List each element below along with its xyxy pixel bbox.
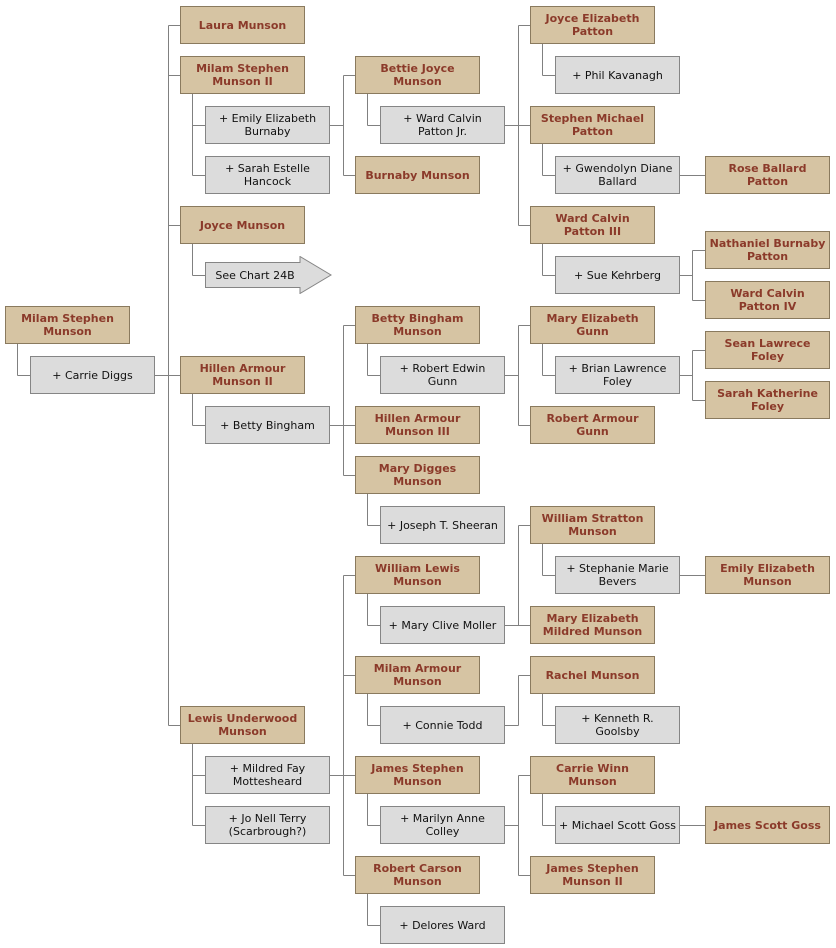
person-box-carrie-winn: Carrie Winn Munson [530,756,655,794]
person-box-stephen-patton: Stephen Michael Patton [530,106,655,144]
spouse-box-joseph: + Joseph T. Sheeran [380,506,505,544]
person-box-james-goss: James Scott Goss [705,806,830,844]
spouse-box-emily-burnaby: + Emily Elizabeth Burnaby [205,106,330,144]
person-box-hillen-iii: Hillen Armour Munson III [355,406,480,444]
person-box-milam-armour: Milam Armour Munson [355,656,480,694]
person-box-ward-iv: Ward Calvin Patton IV [705,281,830,319]
person-box-hillen-ii: Hillen Armour Munson II [180,356,305,394]
person-box-lewis: Lewis Underwood Munson [180,706,305,744]
see-chart-label: See Chart 24B [215,268,295,282]
spouse-box-gwendolyn: + Gwendolyn Diane Ballard [555,156,680,194]
person-box-joyce-patton: Joyce Elizabeth Patton [530,6,655,44]
person-box-james-stephen: James Stephen Munson [355,756,480,794]
spouse-box-brian: + Brian Lawrence Foley [555,356,680,394]
person-box-william-stratton: William Stratton Munson [530,506,655,544]
person-box-betty-bingham-munson: Betty Bingham Munson [355,306,480,344]
spouse-box-mildred: + Mildred Fay Mottesheard [205,756,330,794]
spouse-box-kenneth: + Kenneth R. Goolsby [555,706,680,744]
person-box-nathaniel: Nathaniel Burnaby Patton [705,231,830,269]
person-box-burnaby: Burnaby Munson [355,156,480,194]
spouse-box-mary-clive: + Mary Clive Moller [380,606,505,644]
spouse-box-michael: + Michael Scott Goss [555,806,680,844]
person-box-emily-munson: Emily Elizabeth Munson [705,556,830,594]
spouse-box-stephanie: + Stephanie Marie Bevers [555,556,680,594]
arrow-shape-icon [205,255,332,295]
spouse-box-jo-nell: + Jo Nell Terry (Scarbrough?) [205,806,330,844]
person-box-robert-carson: Robert Carson Munson [355,856,480,894]
spouse-box-delores: + Delores Ward [380,906,505,944]
person-box-laura: Laura Munson [180,6,305,44]
person-box-milam-sr: Milam Stephen Munson [5,306,130,344]
person-box-james-ii: James Stephen Munson II [530,856,655,894]
person-box-mary-mildred: Mary Elizabeth Mildred Munson [530,606,655,644]
spouse-box-carrie-diggs: + Carrie Diggs [30,356,155,394]
person-box-bettie-joyce: Bettie Joyce Munson [355,56,480,94]
person-box-mary-gunn: Mary Elizabeth Gunn [530,306,655,344]
see-chart-arrow[interactable]: See Chart 24B [205,255,332,295]
person-box-sarah-foley: Sarah Katherine Foley [705,381,830,419]
spouse-box-sue: + Sue Kehrberg [555,256,680,294]
spouse-box-betty-bingham: + Betty Bingham [205,406,330,444]
person-box-robert-armour-gunn: Robert Armour Gunn [530,406,655,444]
person-box-william-lewis: William Lewis Munson [355,556,480,594]
person-box-milam-ii: Milam Stephen Munson II [180,56,305,94]
person-box-mary-digges: Mary Digges Munson [355,456,480,494]
person-box-sean: Sean Lawrece Foley [705,331,830,369]
person-box-joyce-munson: Joyce Munson [180,206,305,244]
spouse-box-phil: + Phil Kavanagh [555,56,680,94]
spouse-box-robert-gunn: + Robert Edwin Gunn [380,356,505,394]
person-box-rose: Rose Ballard Patton [705,156,830,194]
spouse-box-connie: + Connie Todd [380,706,505,744]
person-box-ward-iii: Ward Calvin Patton III [530,206,655,244]
spouse-box-ward-jr: + Ward Calvin Patton Jr. [380,106,505,144]
spouse-box-sarah-hancock: + Sarah Estelle Hancock [205,156,330,194]
spouse-box-marilyn: + Marilyn Anne Colley [380,806,505,844]
person-box-rachel: Rachel Munson [530,656,655,694]
